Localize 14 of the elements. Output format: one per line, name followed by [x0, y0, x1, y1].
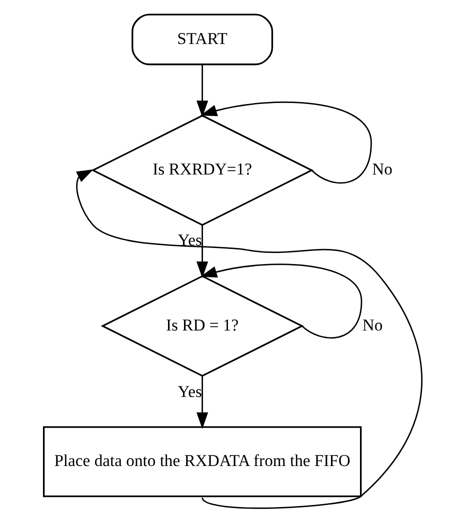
arrow — [200, 263, 362, 338]
node-diamond: Is RXRDY=1? — [90, 114, 314, 226]
edge-label: No — [372, 159, 392, 178]
arrow — [196, 224, 208, 278]
node-diamond: Is RD = 1? — [100, 274, 304, 376]
node-box: Place data onto the RXDATA from the FIFO — [42, 426, 362, 497]
edge-label: No — [362, 314, 382, 334]
edge-label: Yes — [177, 230, 202, 250]
arrow — [196, 376, 208, 429]
node-box: START — [131, 13, 273, 65]
arrow — [196, 64, 208, 117]
arrow — [200, 101, 372, 184]
edge-label: Yes — [177, 381, 202, 400]
arrow — [75, 168, 422, 508]
